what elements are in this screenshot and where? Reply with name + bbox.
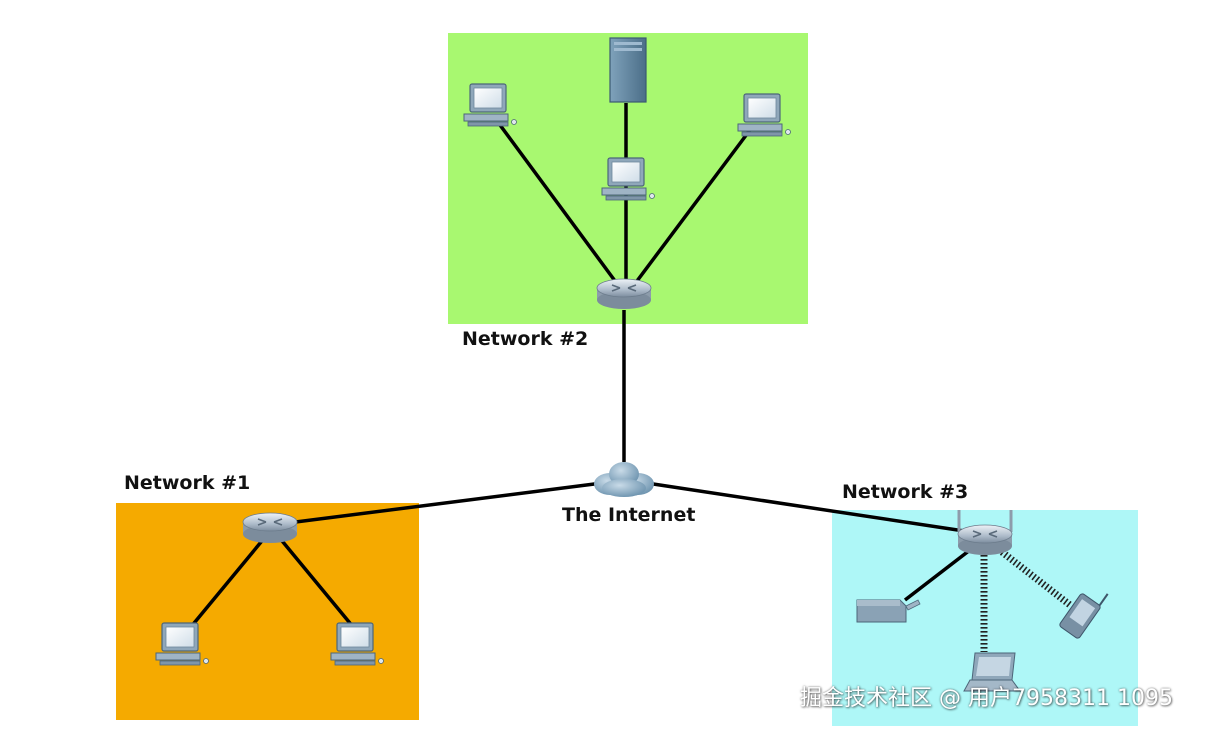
link-router2-pc-right — [632, 128, 752, 287]
link-internet-network1 — [271, 480, 611, 527]
cloud-icon — [594, 462, 654, 497]
internet-label: The Internet — [562, 504, 696, 526]
pda-icon — [1059, 593, 1109, 639]
network-3-label: Network #3 — [842, 481, 969, 503]
server-icon — [609, 37, 647, 103]
link-router3-printer — [903, 548, 972, 602]
router-icon — [242, 512, 298, 544]
router-icon — [596, 278, 652, 310]
wireless-router-icon — [957, 510, 1013, 556]
link-router1-pc-right — [276, 534, 356, 630]
network-2-label: Network #2 — [462, 328, 589, 350]
link-router2-pc-left — [498, 123, 620, 287]
link-router1-pc-left — [188, 534, 268, 630]
network-1-label: Network #1 — [124, 472, 251, 494]
printer-icon — [856, 599, 921, 623]
link-internet-network3 — [639, 480, 985, 536]
wireless-links — [980, 549, 1073, 652]
laptop-icon — [963, 652, 1021, 692]
watermark: 掘金技术社区 @ 用户7958311 1095 — [800, 686, 1173, 711]
